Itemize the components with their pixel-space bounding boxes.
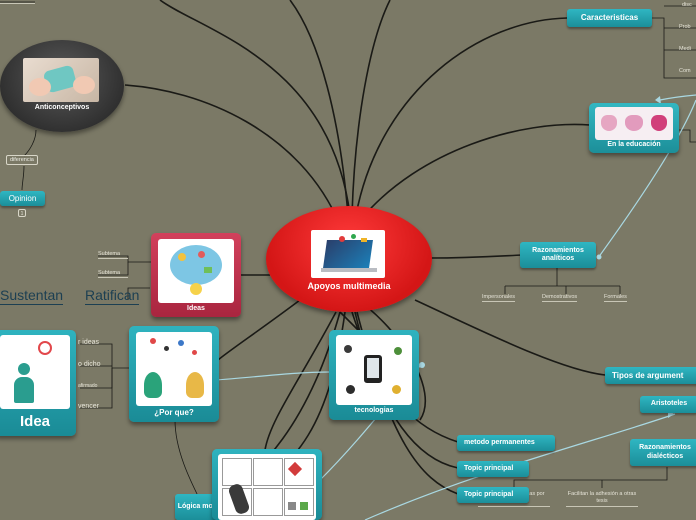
node-com[interactable]: Com xyxy=(679,68,691,74)
node-tecnologias[interactable]: tecnologias xyxy=(329,330,419,420)
node-razonamientos-analiticos[interactable]: Razonamientos analíticos xyxy=(520,242,596,268)
node-prob[interactable]: Prob xyxy=(679,24,691,30)
central-image xyxy=(311,230,385,278)
anticonceptivos-label: Anticonceptivos xyxy=(34,104,90,111)
node-educacion[interactable]: En la educación xyxy=(589,103,679,153)
porque-image xyxy=(136,332,212,406)
opinion-count-badge[interactable]: 1 xyxy=(18,209,26,217)
tecnologias-image xyxy=(336,335,412,405)
node-ratifican[interactable]: Ratifican xyxy=(85,287,140,305)
educacion-image xyxy=(595,107,673,140)
node-topic-principal-1[interactable]: Topic principal xyxy=(457,461,529,477)
node-impersonales[interactable]: Impersonales xyxy=(482,294,516,302)
node-sustentan[interactable]: Sustentan xyxy=(0,287,64,305)
educacion-label: En la educación xyxy=(607,141,661,148)
node-formales[interactable]: Formales xyxy=(604,294,627,302)
node-demostrativos[interactable]: Demostrativos xyxy=(542,294,578,302)
idea-person-icon xyxy=(0,335,70,409)
infographic-image xyxy=(218,454,316,520)
ideas-brain-image xyxy=(158,239,234,303)
node-medi[interactable]: Medi xyxy=(679,46,691,52)
porque-label: ¿Por que? xyxy=(154,408,194,417)
node-subtema-2[interactable]: Subtema xyxy=(98,270,128,278)
central-node[interactable]: Apoyos multimedia xyxy=(266,206,432,312)
node-subtema-1[interactable]: Subtema xyxy=(98,251,128,259)
node-facilitan-adhesion[interactable]: Facilitan la adhesión a otras tesis xyxy=(566,491,638,508)
node-ideas[interactable]: Ideas xyxy=(151,233,241,317)
node-idea[interactable]: Idea xyxy=(0,330,76,436)
top-left-fragment[interactable]: ca xyxy=(0,0,35,4)
node-infographic-card[interactable] xyxy=(212,449,322,520)
anticonceptivos-image xyxy=(23,58,99,102)
node-porque[interactable]: ¿Por que? xyxy=(129,326,219,422)
node-tipos-argumento[interactable]: Tipos de argument xyxy=(605,367,696,384)
node-frag-vencer[interactable]: vencer xyxy=(78,403,100,410)
node-diferencia[interactable]: diferencia xyxy=(6,155,38,165)
node-aristoteles[interactable]: Aristoteles xyxy=(640,396,696,413)
central-title: Apoyos multimedia xyxy=(307,281,391,291)
node-razonamientos-dialecticos[interactable]: Razonamientos dialécticos xyxy=(630,439,696,466)
ideas-label: Ideas xyxy=(187,305,205,312)
node-metodo-permanentes[interactable]: metodo permanentes xyxy=(457,435,555,451)
node-frag-afirmado[interactable]: afirmado xyxy=(78,383,98,389)
idea-label: Idea xyxy=(19,413,50,430)
node-opinion[interactable]: Opinion xyxy=(0,191,45,206)
node-frag-ideas[interactable]: r ideas xyxy=(78,339,100,346)
node-disc[interactable]: disc xyxy=(682,2,692,8)
tecnologias-label: tecnologias xyxy=(354,407,394,414)
node-topic-principal-2[interactable]: Topic principal xyxy=(457,487,529,503)
node-anticonceptivos[interactable]: Anticonceptivos xyxy=(0,40,124,132)
node-frag-dicho[interactable]: o dicho xyxy=(78,361,101,368)
node-caracteristicas[interactable]: Caracteristicas xyxy=(567,9,652,27)
